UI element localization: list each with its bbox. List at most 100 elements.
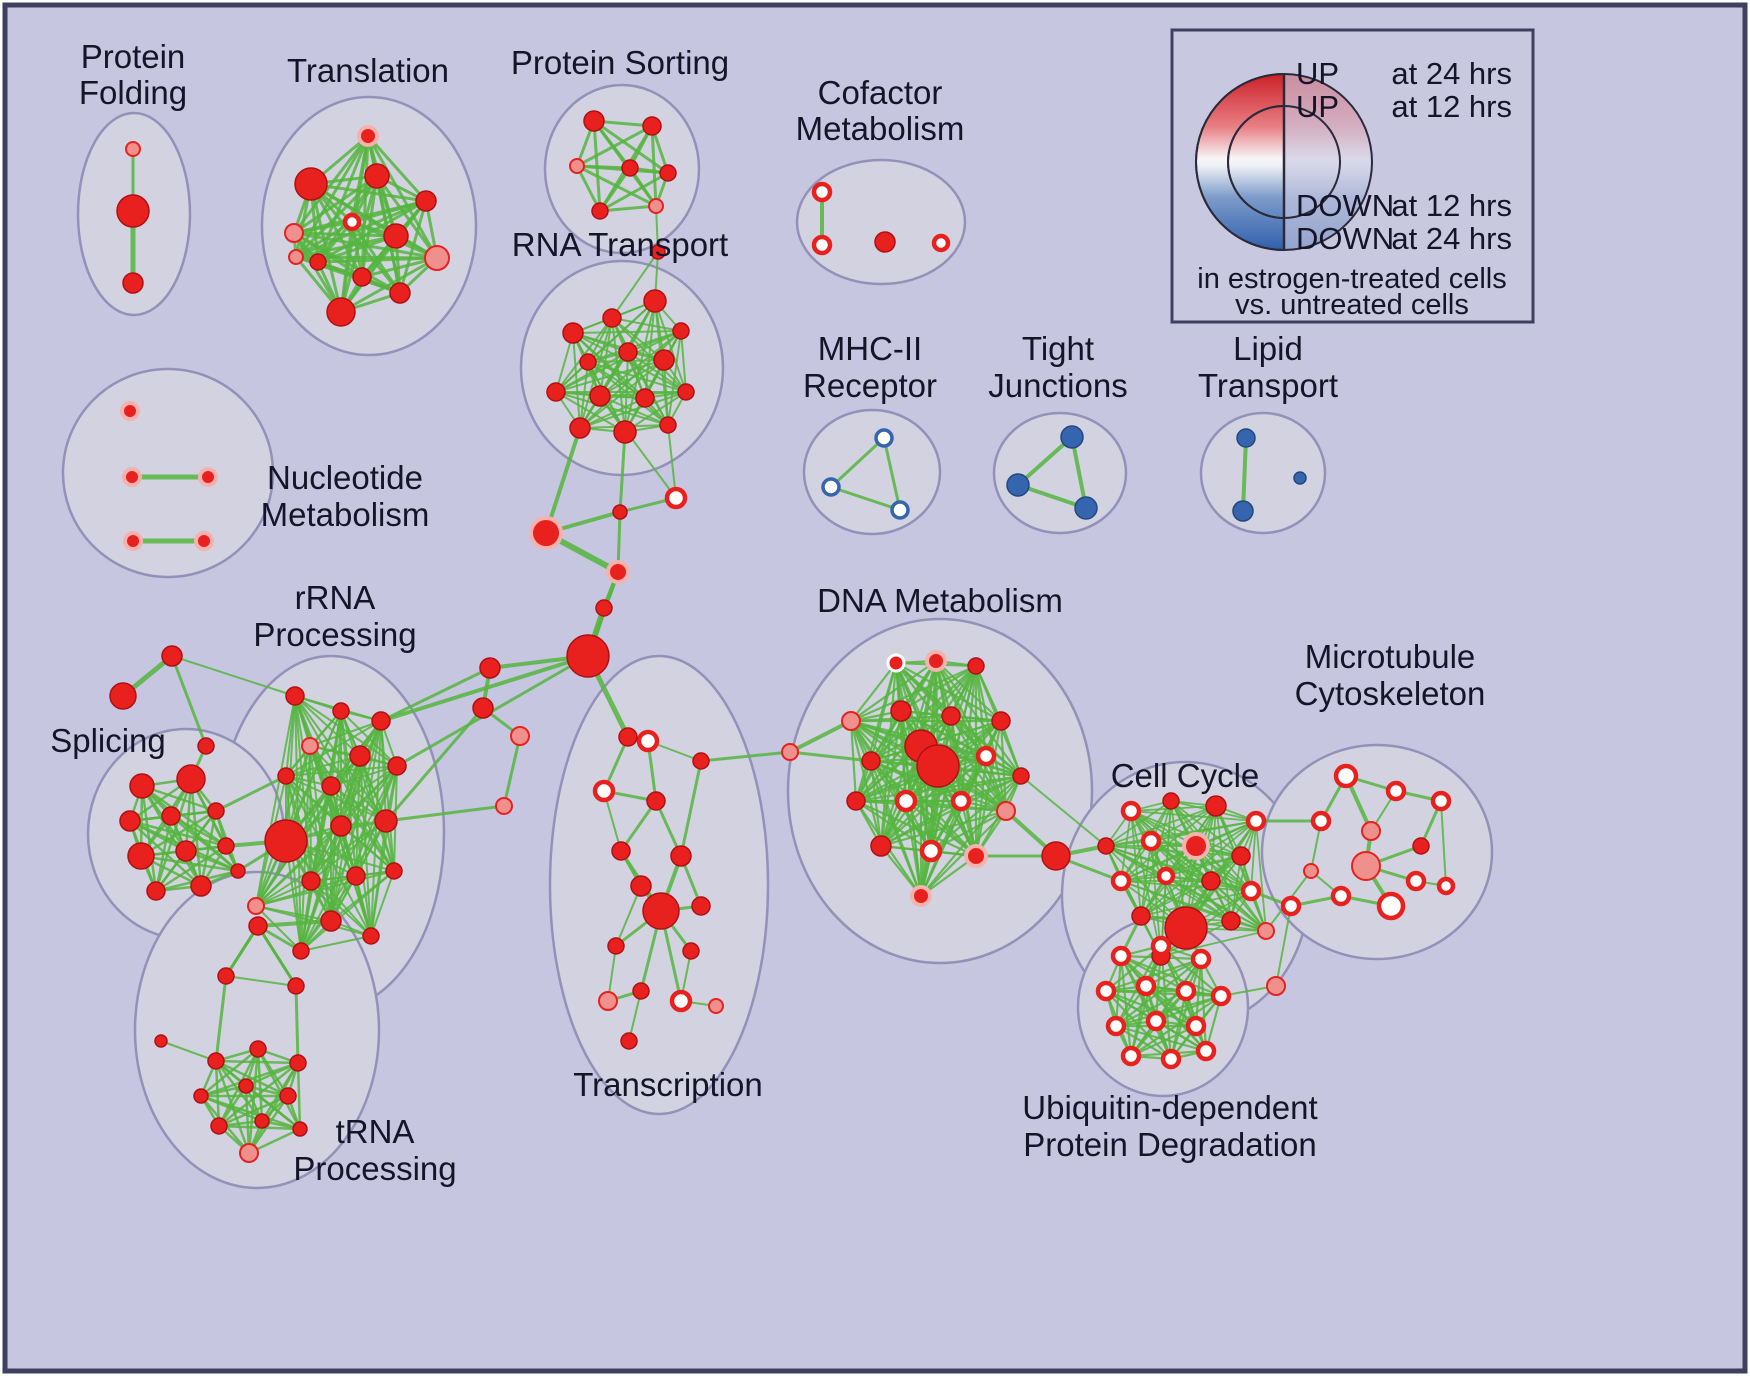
node[interactable] — [1190, 948, 1212, 970]
node[interactable] — [472, 697, 494, 719]
node[interactable] — [389, 282, 411, 304]
node[interactable] — [967, 657, 985, 675]
node[interactable] — [374, 809, 398, 833]
node[interactable] — [611, 841, 631, 861]
node[interactable] — [1131, 906, 1151, 926]
node[interactable] — [330, 815, 352, 837]
node[interactable] — [612, 504, 628, 520]
node[interactable] — [618, 727, 638, 747]
node[interactable] — [583, 110, 605, 132]
node[interactable] — [288, 249, 304, 265]
node[interactable] — [284, 223, 304, 243]
node[interactable] — [925, 650, 947, 672]
node[interactable] — [919, 839, 943, 863]
node[interactable] — [127, 842, 155, 870]
node[interactable] — [672, 322, 690, 340]
node[interactable] — [1160, 1048, 1182, 1070]
node[interactable] — [1245, 810, 1267, 832]
node[interactable] — [362, 927, 380, 945]
node[interactable] — [620, 1032, 638, 1050]
node[interactable] — [821, 477, 841, 497]
node[interactable] — [285, 686, 305, 706]
node[interactable] — [217, 837, 235, 855]
node[interactable] — [1412, 837, 1430, 855]
node[interactable] — [1185, 1015, 1207, 1037]
node[interactable] — [248, 916, 268, 936]
node[interactable] — [1120, 800, 1142, 822]
node[interactable] — [415, 190, 437, 212]
node[interactable] — [1240, 880, 1262, 902]
node[interactable] — [1105, 1015, 1127, 1037]
node[interactable] — [886, 653, 906, 673]
node[interactable] — [613, 420, 637, 444]
node[interactable] — [991, 711, 1011, 731]
node[interactable] — [1257, 922, 1275, 940]
node[interactable] — [292, 942, 310, 960]
node[interactable] — [677, 383, 695, 401]
node[interactable] — [1351, 851, 1381, 881]
node[interactable] — [1236, 428, 1256, 448]
node[interactable] — [1150, 935, 1172, 957]
node[interactable] — [598, 991, 618, 1011]
node[interactable] — [653, 349, 675, 371]
node[interactable] — [239, 1143, 259, 1163]
node[interactable] — [230, 863, 246, 879]
node[interactable] — [1060, 425, 1084, 449]
node[interactable] — [238, 1078, 254, 1094]
node[interactable] — [642, 116, 662, 136]
node[interactable] — [607, 937, 625, 955]
node[interactable] — [1041, 841, 1071, 871]
node[interactable] — [287, 977, 305, 995]
node[interactable] — [125, 141, 141, 157]
node[interactable] — [1293, 471, 1307, 485]
node[interactable] — [642, 892, 680, 930]
node[interactable] — [352, 267, 372, 287]
node[interactable] — [996, 801, 1016, 821]
node[interactable] — [1303, 863, 1319, 879]
node[interactable] — [129, 773, 155, 799]
node[interactable] — [1231, 846, 1251, 866]
node[interactable] — [210, 1117, 228, 1135]
node[interactable] — [479, 657, 501, 679]
node[interactable] — [1164, 906, 1208, 950]
node[interactable] — [941, 706, 961, 726]
node[interactable] — [109, 682, 137, 710]
node[interactable] — [1110, 945, 1132, 967]
node[interactable] — [1221, 911, 1241, 931]
node[interactable] — [292, 1121, 308, 1137]
node[interactable] — [357, 125, 379, 147]
node[interactable] — [579, 353, 597, 371]
node[interactable] — [387, 756, 407, 776]
node[interactable] — [122, 467, 142, 487]
node[interactable] — [595, 599, 613, 617]
node[interactable] — [569, 158, 585, 174]
node[interactable] — [123, 531, 143, 551]
node[interactable] — [861, 751, 881, 771]
node[interactable] — [630, 875, 652, 897]
node[interactable] — [1006, 473, 1030, 497]
node[interactable] — [621, 159, 639, 177]
node[interactable] — [247, 897, 265, 915]
node[interactable] — [874, 428, 894, 448]
node[interactable] — [161, 806, 181, 826]
node[interactable] — [870, 835, 892, 857]
node[interactable] — [592, 779, 616, 803]
node[interactable] — [910, 885, 932, 907]
node[interactable] — [383, 223, 409, 249]
node[interactable] — [569, 417, 591, 439]
node[interactable] — [1074, 496, 1098, 520]
node[interactable] — [890, 500, 910, 520]
node[interactable] — [1135, 975, 1157, 997]
node[interactable] — [632, 982, 650, 1000]
node[interactable] — [708, 998, 724, 1014]
node[interactable] — [1330, 885, 1352, 907]
node[interactable] — [1095, 980, 1117, 1002]
node[interactable] — [190, 875, 212, 897]
node[interactable] — [1361, 821, 1381, 841]
node[interactable] — [1385, 780, 1407, 802]
node[interactable] — [602, 308, 622, 328]
node[interactable] — [342, 212, 362, 232]
node[interactable] — [301, 737, 319, 755]
node[interactable] — [198, 467, 218, 487]
node[interactable] — [562, 322, 584, 344]
